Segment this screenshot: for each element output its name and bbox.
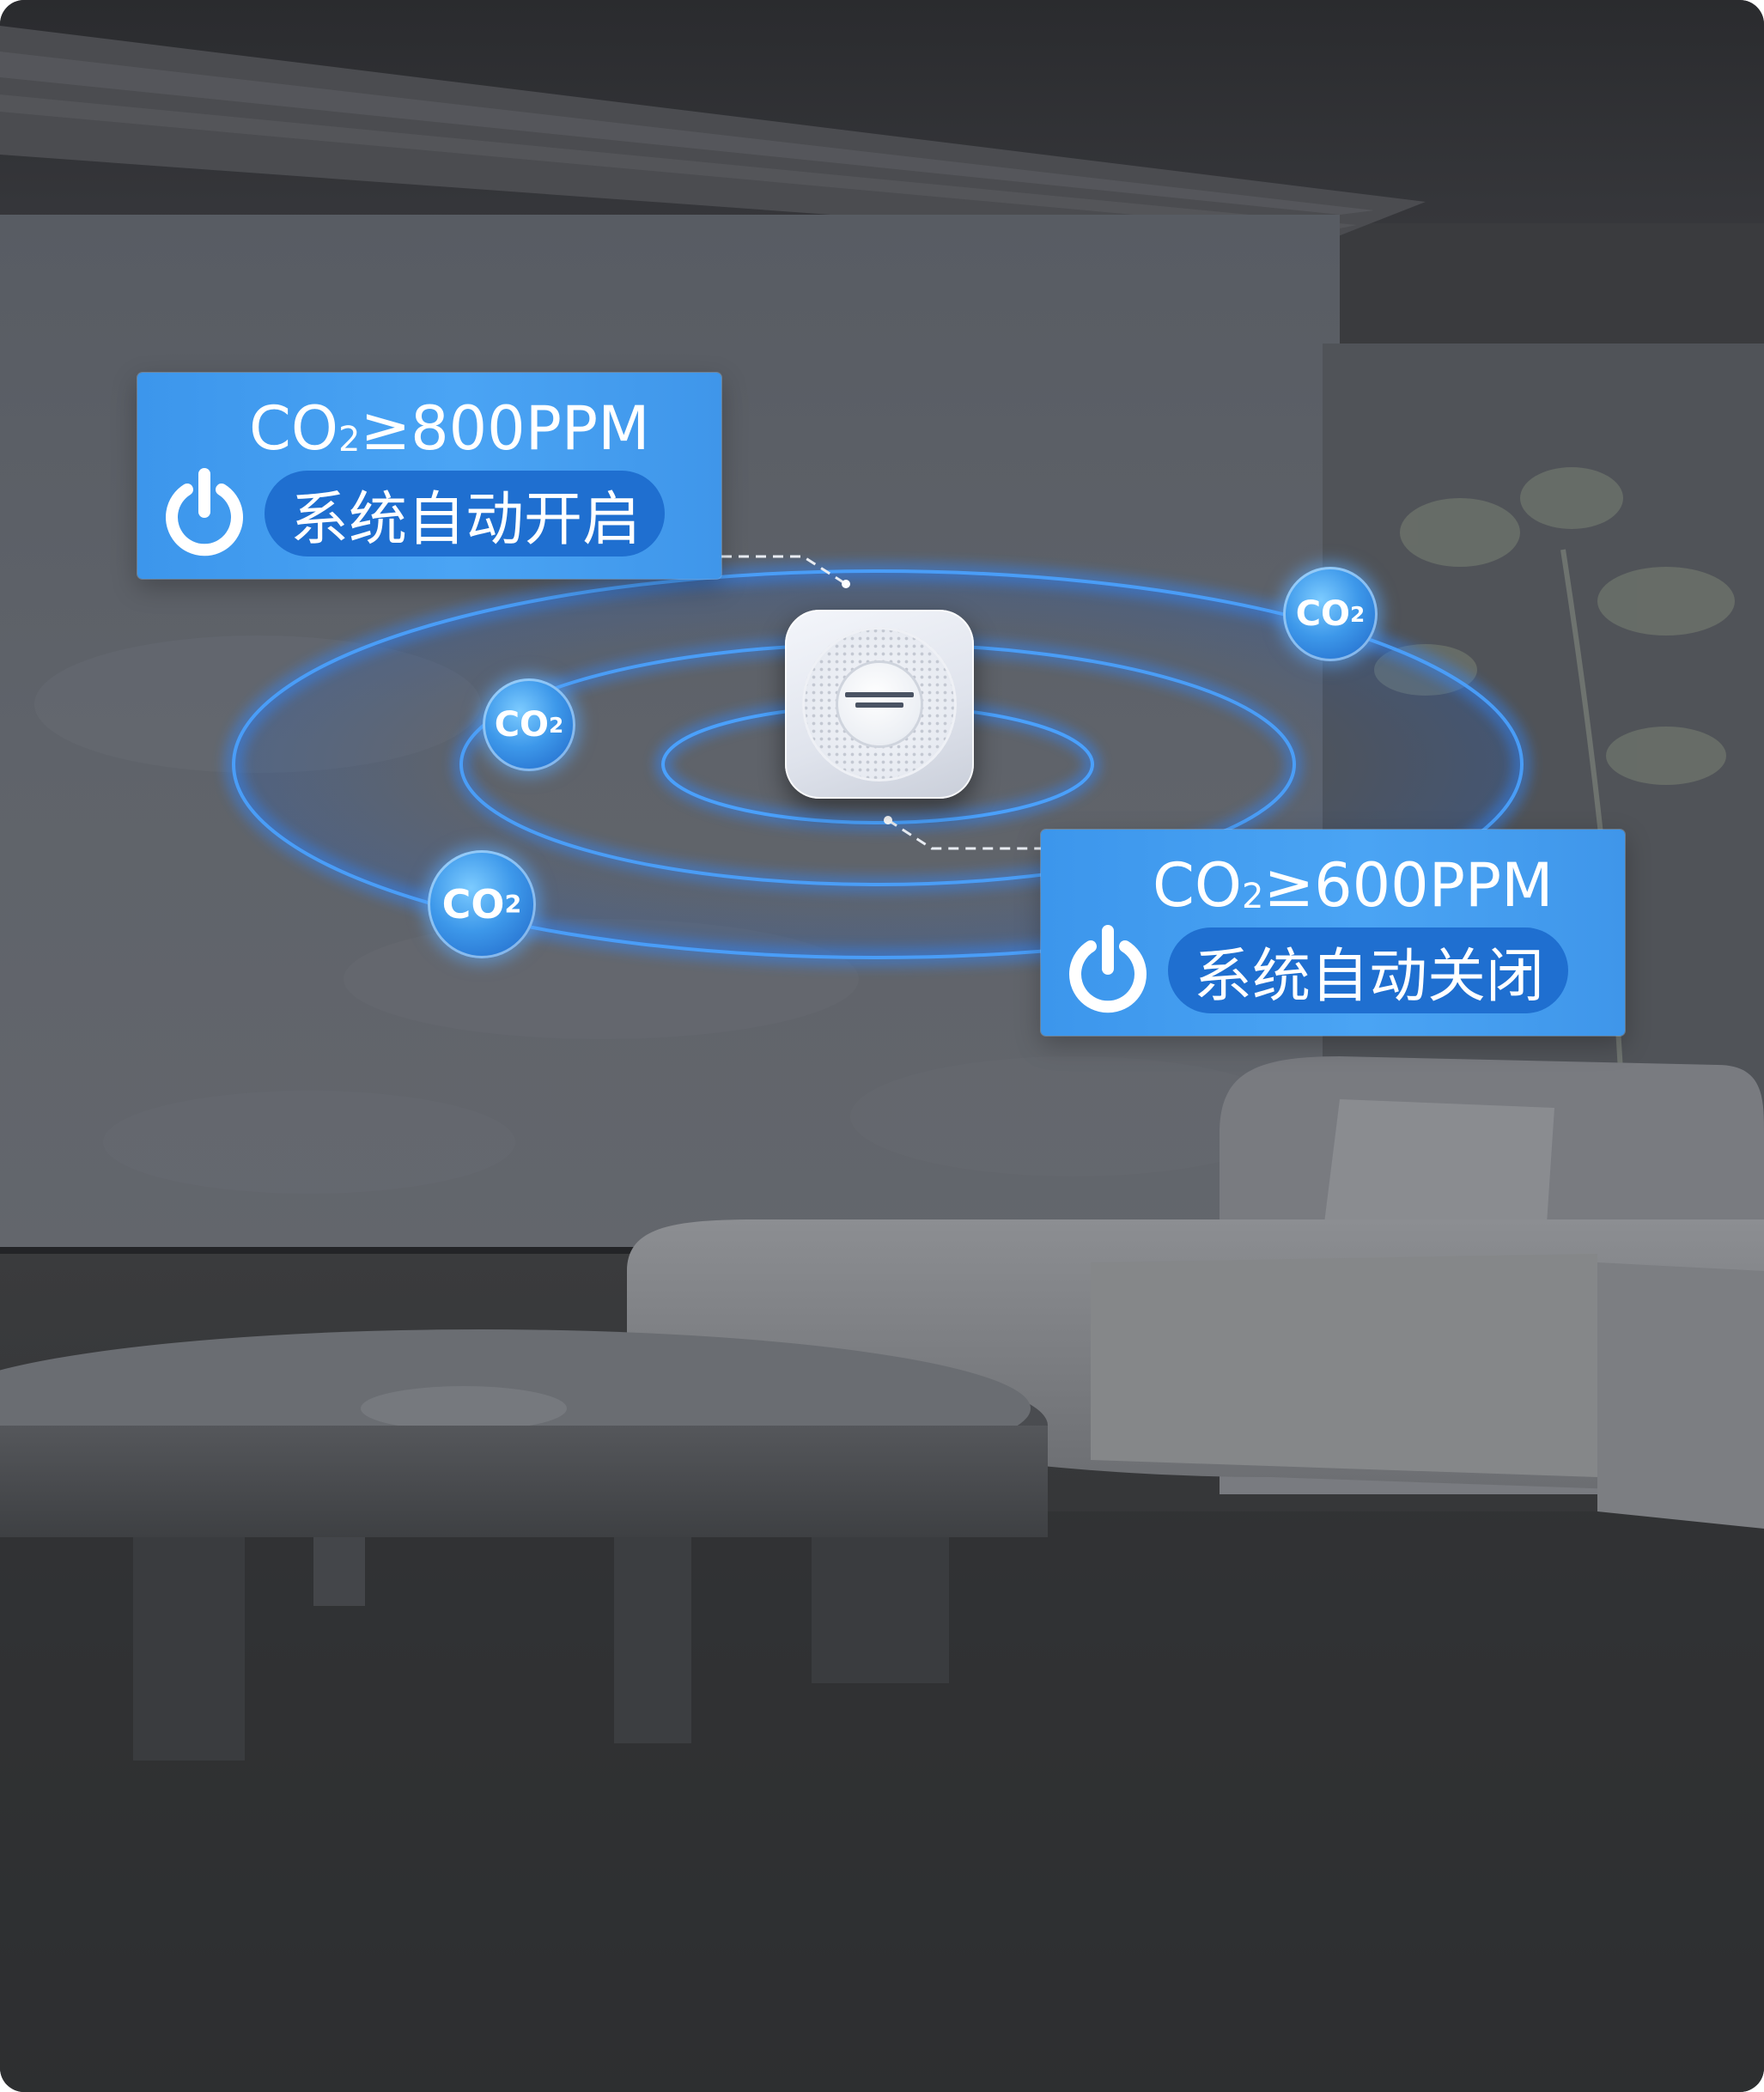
co2-bubble-label: CO (1295, 594, 1351, 634)
threshold-off-main: CO (1153, 850, 1242, 921)
auto-off-card: CO2≥600PPM 系统自动关闭 (1041, 830, 1625, 1036)
threshold-off-text: CO2≥600PPM (1153, 850, 1554, 921)
co2-bubble-label: CO (441, 881, 505, 927)
auto-off-label: 系统自动关闭 (1168, 927, 1569, 1013)
threshold-on-main: CO (249, 393, 338, 464)
sensor-logo-badge (838, 663, 921, 745)
brand-logo-mark (845, 692, 914, 697)
power-icon (1069, 925, 1147, 1013)
threshold-off-subscript: 2 (1241, 877, 1264, 916)
coffee-table (0, 1329, 1048, 1761)
power-icon (166, 468, 243, 556)
co2-bubble-subscript: 2 (549, 712, 564, 738)
auto-on-card: CO2≥800PPM 系统自动开启 (137, 373, 721, 579)
co2-sensor-device (785, 610, 974, 799)
threshold-on-value: ≥800PPM (360, 393, 650, 464)
auto-on-label: 系统自动开启 (265, 471, 666, 556)
brand-logo-mark-secondary (855, 702, 903, 708)
threshold-off-value: ≥600PPM (1263, 850, 1554, 921)
co2-bubble-label: CO (494, 705, 550, 745)
co2-bubble-subscript: 2 (504, 890, 522, 919)
leader-lines (687, 555, 1089, 850)
threshold-on-subscript: 2 (338, 420, 361, 459)
threshold-on-text: CO2≥800PPM (249, 393, 650, 464)
co2-bubble-subscript: 2 (1350, 601, 1366, 627)
